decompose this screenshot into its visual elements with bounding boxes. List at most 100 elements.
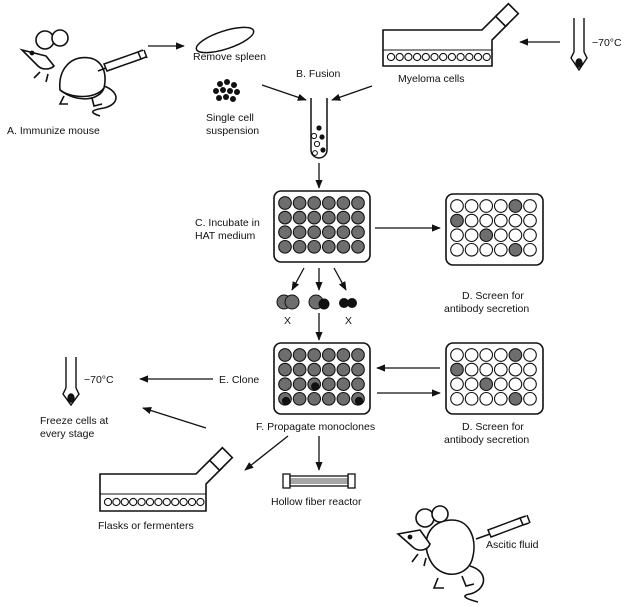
plate-well [321, 362, 336, 377]
plate-well [278, 225, 292, 240]
plate-well [351, 362, 365, 377]
plate-well [307, 210, 322, 225]
plate-well [479, 242, 494, 257]
flask-cell [171, 497, 180, 507]
plate-well [292, 391, 307, 406]
flask-cell [196, 497, 205, 507]
mouse-ascites-icon [396, 505, 485, 603]
plate-well [493, 242, 508, 257]
label-clone: E. Clone [219, 374, 259, 386]
label-single-cell-2: suspension [206, 125, 259, 137]
plate-well [292, 362, 307, 377]
plate-well [508, 213, 523, 228]
plate-well [508, 362, 523, 377]
hat-plate-wells [278, 196, 365, 254]
plate-well [307, 196, 322, 210]
plate-well [321, 225, 336, 240]
plate-well [450, 348, 464, 362]
plate-well [479, 377, 494, 392]
fusion-tube-icon [310, 98, 328, 159]
fermenter-flask-icon [99, 446, 234, 512]
plate-well [464, 391, 479, 406]
flask-cell [179, 497, 188, 507]
plate-well [292, 196, 307, 210]
plate-well [523, 348, 537, 362]
flask-cell [421, 52, 430, 62]
label-fusion: B. Fusion [296, 68, 341, 80]
label-temp-left: −70°C [84, 374, 114, 386]
flask-cell [482, 52, 491, 62]
label-temp-top: −70°C [592, 37, 622, 49]
label-remove-spleen: Remove spleen [193, 51, 266, 63]
plate-well [523, 228, 537, 243]
plate-well [523, 391, 537, 406]
plate-well [479, 362, 494, 377]
plate-well [508, 377, 523, 392]
plate-well [278, 377, 292, 392]
flask-cell [465, 52, 474, 62]
arrow-myeloma-to-tube [331, 85, 373, 101]
hollow-fiber-reactor-icon [282, 473, 356, 489]
spleen-spleen-pair [276, 294, 300, 310]
clone-plate-wells [278, 348, 365, 406]
plate-well [307, 391, 322, 406]
plate-well [493, 391, 508, 406]
plate-well [464, 199, 479, 213]
plate-well [321, 391, 336, 406]
plate-well [321, 239, 336, 254]
plate-well [278, 239, 292, 254]
arrow-to-flasks [244, 435, 289, 471]
plate-well [351, 239, 365, 254]
plate-well [321, 377, 336, 392]
plate-well [351, 348, 365, 362]
label-x-right: X [345, 315, 352, 327]
plate-well [278, 196, 292, 210]
plate-well [321, 210, 336, 225]
plate-well [351, 377, 365, 392]
plate-well [493, 199, 508, 213]
label-ascitic: Ascitic fluid [486, 539, 539, 551]
screen-plate-2-wells [450, 348, 537, 406]
label-screen2-2: antibody secretion [444, 434, 529, 446]
plate-well [450, 391, 464, 406]
screen-plate-1-wells [450, 199, 537, 257]
label-hollow-fiber: Hollow fiber reactor [271, 496, 362, 508]
plate-well [351, 196, 365, 210]
plate-well [464, 213, 479, 228]
plate-well [450, 213, 464, 228]
plate-well [278, 362, 292, 377]
plate-well [464, 228, 479, 243]
plate-well [523, 213, 537, 228]
plate-well [307, 239, 322, 254]
arrow-branch-right [333, 267, 347, 291]
syringe-icon [97, 49, 148, 72]
plate-well [508, 242, 523, 257]
myeloma-flask-icon [382, 2, 520, 67]
plate-well-colony [311, 382, 320, 391]
plate-well [464, 362, 479, 377]
label-freeze-1: Freeze cells at [40, 415, 108, 427]
flask-cell [103, 497, 113, 507]
label-screen1-1: D. Screen for [462, 290, 524, 302]
cryovial-left-icon [62, 357, 80, 407]
flask-cell [430, 52, 439, 62]
plate-well [336, 391, 351, 406]
plate-well [292, 239, 307, 254]
plate-well [508, 228, 523, 243]
plate-well [508, 348, 523, 362]
plate-well [479, 391, 494, 406]
flask-cell [120, 497, 129, 507]
flask-cell [187, 497, 197, 507]
label-flasks: Flasks or fermenters [98, 520, 194, 532]
plate-well [464, 377, 479, 392]
plate-well [292, 348, 307, 362]
plate-well [278, 210, 292, 225]
label-propagate: F. Propagate monoclones [256, 421, 375, 433]
plate-well [450, 242, 464, 257]
flask-cell [456, 52, 465, 62]
plate-well [321, 196, 336, 210]
plate-well [450, 362, 464, 377]
flask-cell [395, 52, 404, 62]
